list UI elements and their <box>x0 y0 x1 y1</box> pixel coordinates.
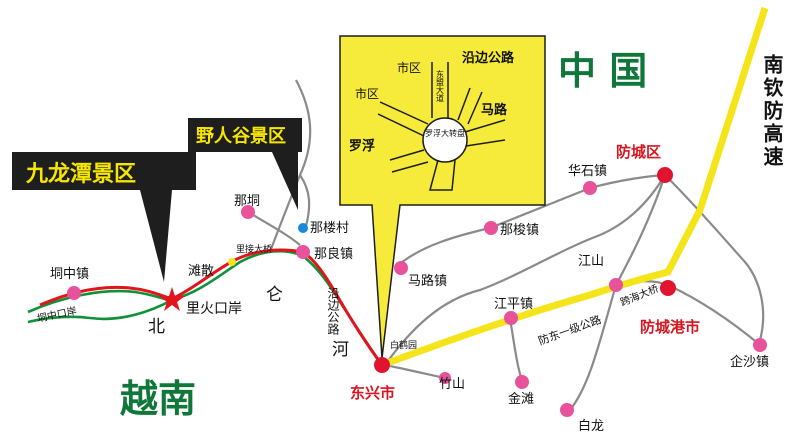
country-label-china: 中 国 <box>558 49 647 93</box>
points <box>67 167 767 417</box>
label-qisha: 企沙镇 <box>730 354 769 370</box>
callout-jiulongtan-title: 九龙潭景区 <box>25 162 136 187</box>
label-nasuo: 那梭镇 <box>500 222 539 238</box>
river-label-he: 河 <box>332 340 349 360</box>
label-natong: 那垌 <box>234 194 260 209</box>
point-jiangshan[interactable] <box>609 278 623 292</box>
label-jiangshan: 江山 <box>578 254 604 269</box>
point-natong[interactable] <box>241 205 255 219</box>
inset-label-roundabout: 罗浮大转盘 <box>425 128 465 138</box>
label-lihuo-kouan: 里火口岸 <box>186 301 242 317</box>
point-fangchenggang[interactable] <box>660 280 676 296</box>
point-jiangping[interactable] <box>504 311 518 325</box>
label-naliang: 那良镇 <box>314 246 353 262</box>
label-bailong: 白龙 <box>578 418 604 434</box>
highway-label: 南钦防高速 <box>760 54 784 169</box>
point-bailong[interactable] <box>560 403 574 417</box>
label-fangcheng: 防城区 <box>616 143 661 161</box>
inset-label-shiqu1: 市区 <box>397 60 421 75</box>
label-fangchenggang: 防城港市 <box>640 318 700 336</box>
label-tansan: 滩散 <box>188 264 214 279</box>
point-zhushan[interactable] <box>439 372 451 384</box>
label-jiangping: 江平镇 <box>494 297 533 312</box>
inset-label-malu: 马路 <box>481 102 508 118</box>
road-label-bianlu: 沿边公路 <box>326 287 340 336</box>
point-tansan[interactable] <box>228 258 236 266</box>
river-label-lun: 仑 <box>266 285 283 305</box>
label-baihe: 白鹤园 <box>390 339 417 351</box>
country-label-vietnam: 越南 <box>120 377 196 421</box>
road-label-fangdong: 防东一级公路 <box>536 312 603 348</box>
callout-jiulongtan: 九龙潭景区 <box>12 152 196 282</box>
label-huashi: 华石镇 <box>568 164 607 179</box>
point-jintan[interactable] <box>515 375 529 389</box>
inset-label-yanbian: 沿边公路 <box>462 50 515 66</box>
point-naliang[interactable] <box>296 245 310 259</box>
point-malu[interactable] <box>394 261 408 275</box>
highway-label-text: 南钦防高速 <box>760 54 784 169</box>
inset-callout: 市区 市区 沿边公路 马路 罗浮 罗浮大转盘 东盟大道 <box>339 35 546 359</box>
point-nalou[interactable] <box>298 223 308 233</box>
label-malu: 马路镇 <box>408 273 447 289</box>
callout-yerengu-title: 野人谷景区 <box>196 126 286 147</box>
label-jintan: 金滩 <box>508 391 534 407</box>
point-huashi[interactable] <box>583 181 597 195</box>
road-label-lijie: 里接大桥 <box>236 243 272 255</box>
label-nalou: 那楼村 <box>310 221 349 236</box>
river-label-bei: 北 <box>148 317 165 337</box>
point-dongxing[interactable] <box>374 357 390 373</box>
callout-yerengu: 野人谷景区 <box>188 118 302 210</box>
label-zhushan: 竹山 <box>439 377 465 392</box>
label-tongzhong: 垌中镇 <box>50 267 89 282</box>
point-tongzhong[interactable] <box>67 286 81 300</box>
point-fangcheng[interactable] <box>657 167 673 183</box>
highway <box>380 6 769 369</box>
inset-label-luofu: 罗浮 <box>349 138 375 154</box>
star-lihuo-kouan[interactable] <box>159 287 185 311</box>
inset-label-shiqu2: 市区 <box>355 86 379 101</box>
point-qisha[interactable] <box>753 338 767 352</box>
point-nasuo[interactable] <box>484 221 498 235</box>
inset-label-dongmeng: 东盟大道 <box>436 69 445 103</box>
label-dongxing: 东兴市 <box>350 384 395 402</box>
